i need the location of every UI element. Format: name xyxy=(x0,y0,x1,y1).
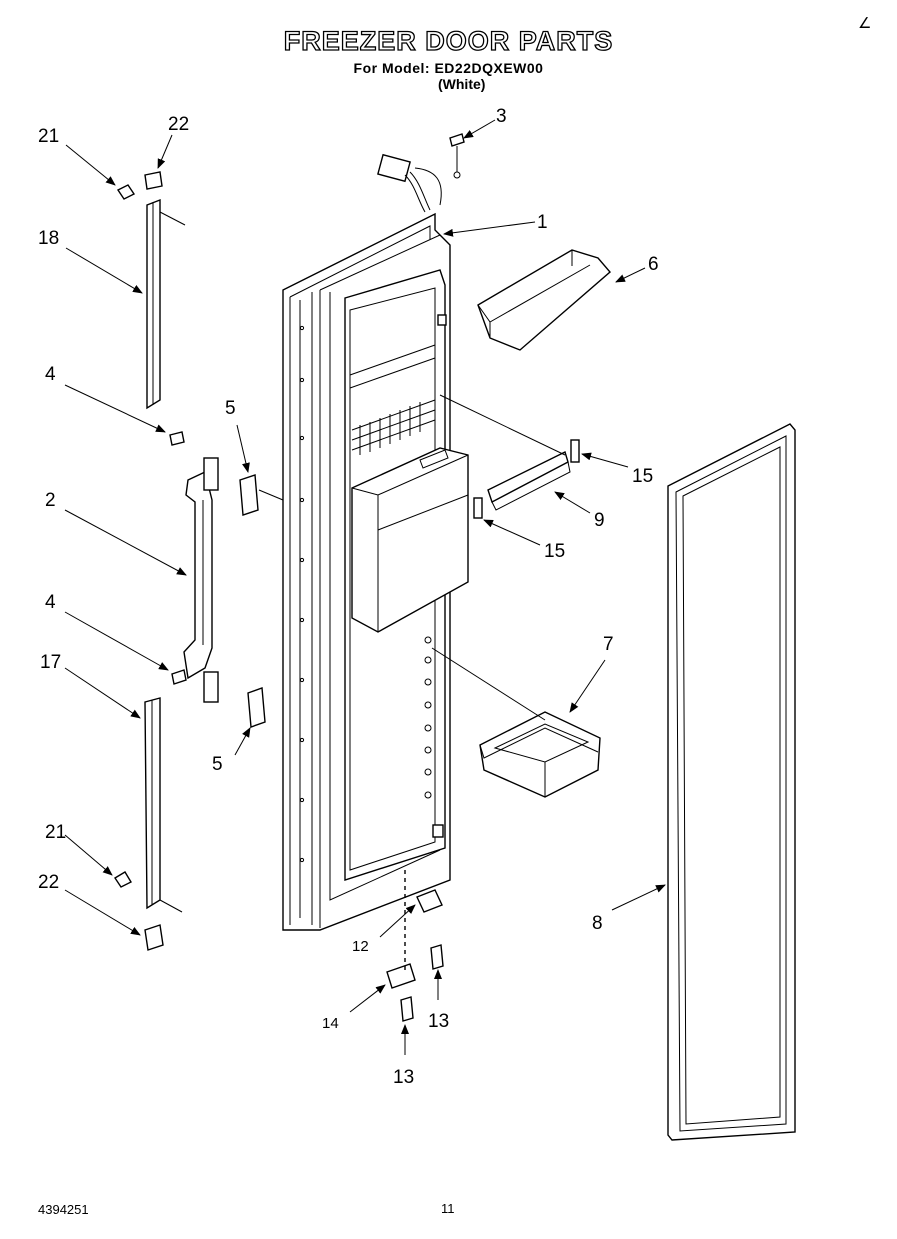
screw-part-13-lower xyxy=(400,996,414,1022)
callout-15-lower: 15 xyxy=(544,541,565,562)
callout-6: 6 xyxy=(648,254,659,275)
gasket-part-8 xyxy=(667,423,796,1141)
page-number: 11 xyxy=(441,1201,455,1216)
clip-part-5-lower xyxy=(247,687,266,728)
screw-part-4-upper xyxy=(169,431,185,446)
callout-21-upper: 21 xyxy=(38,126,59,147)
trim-part-18 xyxy=(116,171,186,410)
callout-15-upper: 15 xyxy=(632,466,653,487)
callout-5-lower: 5 xyxy=(212,754,223,775)
hinge-part-12 xyxy=(416,889,443,913)
trim-part-17 xyxy=(114,697,183,951)
strip-part-9 xyxy=(487,451,571,511)
wire-harness xyxy=(377,153,442,213)
callout-21-lower: 21 xyxy=(45,822,66,843)
callout-14: 14 xyxy=(322,1015,339,1032)
callout-9: 9 xyxy=(594,510,605,531)
callout-4-upper: 4 xyxy=(45,364,56,385)
clip-part-15-upper xyxy=(570,439,580,463)
clip-part-5-upper xyxy=(239,474,259,516)
color-line: (White) xyxy=(438,76,486,92)
callout-1: 1 xyxy=(537,212,548,233)
screw-part-13-upper xyxy=(430,944,444,970)
page-title: FREEZER DOOR PARTS xyxy=(283,25,614,56)
handle-part-2 xyxy=(183,457,219,703)
callout-22-lower: 22 xyxy=(38,872,59,893)
screw-part-4-lower xyxy=(171,669,187,685)
callout-13-upper: 13 xyxy=(428,1011,449,1032)
corner-mark-icon: ∠ xyxy=(858,15,872,32)
callout-18: 18 xyxy=(38,228,59,249)
document-number: 4394251 xyxy=(38,1202,89,1217)
callout-17: 17 xyxy=(40,652,61,673)
freezer-door-panel xyxy=(282,212,469,931)
bracket-part-6 xyxy=(477,249,611,351)
callout-7: 7 xyxy=(603,634,614,655)
hinge-part-14 xyxy=(386,963,416,989)
model-line: For Model: ED22DQXEW00 xyxy=(353,60,544,76)
callout-5-upper: 5 xyxy=(225,398,236,419)
tray-part-7 xyxy=(479,711,601,798)
callout-2: 2 xyxy=(45,490,56,511)
callout-22-upper: 22 xyxy=(168,114,189,135)
callout-12: 12 xyxy=(352,938,369,955)
leader-lines xyxy=(64,119,666,1055)
clip-part-15-lower xyxy=(473,497,483,519)
callout-4-lower: 4 xyxy=(45,592,56,613)
callout-13-lower: 13 xyxy=(393,1067,414,1088)
callout-3: 3 xyxy=(496,106,507,127)
callout-8: 8 xyxy=(592,913,603,934)
screw-part-3 xyxy=(449,133,465,179)
